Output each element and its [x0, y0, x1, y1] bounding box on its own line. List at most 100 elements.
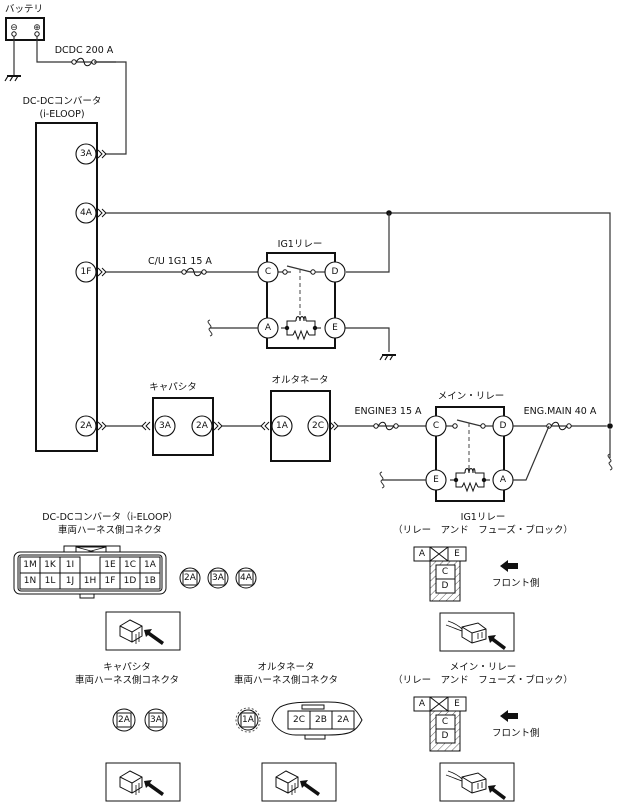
svg-text:3A: 3A — [80, 149, 93, 159]
dcdc-pin-4a: 4A — [75, 202, 97, 224]
conn-dcdc-cell — [139, 572, 161, 590]
main-relay-pin-c: C — [425, 415, 447, 437]
conn-main-front-label: フロント側 — [492, 727, 540, 739]
dcdc-label-line1: DC-DCコンバータ — [23, 96, 102, 107]
svg-text:C: C — [442, 567, 448, 577]
svg-text:C: C — [442, 717, 448, 727]
fuse-cu1g1-label: C/U 1G1 15 A — [148, 256, 212, 267]
battery-minus: ⊖ — [10, 23, 18, 33]
conn-dcdc-cell-label: 1N — [24, 576, 36, 586]
conn-dcdc-single-pin-label: 2A — [184, 573, 197, 583]
svg-text:C: C — [265, 267, 271, 277]
connector-chevron-icon — [213, 421, 223, 431]
junction-dot — [607, 423, 613, 429]
conn-main-block: A E C D — [413, 696, 467, 752]
svg-text:D: D — [332, 267, 339, 277]
main-relay-label: メイン・リレー — [438, 391, 505, 402]
battery-label: バッテリ — [5, 4, 43, 15]
connector-chevron-icon — [141, 421, 151, 431]
connector-view-icon — [105, 762, 181, 802]
fuse-dcdc-label: DCDC 200 A — [55, 45, 114, 56]
relay-coil-icon — [280, 315, 322, 340]
alternator-box — [270, 390, 331, 462]
conn-dcdc-cell-label: 1F — [105, 576, 116, 586]
dcdc-fuse-wire — [36, 36, 116, 63]
svg-text:D: D — [500, 421, 507, 431]
connector-chevron-icon — [97, 208, 107, 218]
conn-alt-cell-label: 2C — [293, 715, 305, 725]
alternator-label: オルタネータ — [271, 375, 328, 386]
conn-cap-title2: 車両ハーネス側コネクタ — [75, 674, 179, 686]
svg-text:E: E — [454, 549, 460, 559]
main-relay-box — [435, 406, 505, 502]
conn-dcdc-title1: DC-DCコンバータ（i-ELOOP） — [42, 511, 178, 523]
capacitor-box — [152, 397, 214, 456]
connector-chevron-icon — [97, 267, 107, 277]
conn-dcdc-cell-label: 1J — [66, 576, 74, 586]
front-arrow-icon — [500, 560, 518, 572]
fuse-engmain-label: ENG.MAIN 40 A — [524, 406, 597, 417]
svg-text:2A: 2A — [80, 421, 93, 431]
fuse-dcdc-icon — [71, 57, 97, 67]
main-relay-pin-a: A — [492, 469, 514, 491]
conn-dcdc-single-pin-label: 3A — [212, 573, 225, 583]
conn-alt-cell — [331, 710, 355, 730]
svg-text:4A: 4A — [80, 208, 93, 218]
ig1-pin-a: A — [257, 317, 279, 339]
conn-dcdc-single-pin-label: 4A — [240, 573, 253, 583]
connector-chevron-icon — [97, 421, 107, 431]
conn-alt-single: 1A — [235, 707, 261, 733]
svg-text:E: E — [454, 699, 460, 709]
svg-text:1A: 1A — [242, 715, 255, 725]
alternator-pin-2c: 2C — [307, 415, 329, 437]
conn-ig1-title1: IG1リレー — [461, 512, 506, 523]
conn-dcdc-cell-label: 1E — [104, 560, 116, 570]
svg-text:A: A — [265, 323, 272, 333]
connector-view-icon — [261, 762, 337, 802]
ground-icon — [4, 75, 22, 82]
capacitor-label: キャパシタ — [149, 382, 197, 393]
conn-dcdc-single-pins: 2A 3A 4A — [179, 567, 257, 589]
conn-dcdc-cell-label: 1D — [124, 576, 137, 586]
conn-dcdc-title2: 車両ハーネス側コネクタ — [58, 524, 162, 536]
svg-text:1F: 1F — [81, 267, 92, 277]
conn-ig1-front-label: フロント側 — [492, 577, 540, 589]
dcdc-pin-2a: 2A — [75, 415, 97, 437]
svg-text:A: A — [419, 549, 426, 559]
conn-ig1-block: A E C D — [413, 546, 467, 602]
alternator-pin-1a: 1A — [271, 415, 293, 437]
conn-cap-title1: キャパシタ — [103, 662, 151, 673]
ground-icon — [379, 354, 397, 361]
fuse-cu1g1-icon — [181, 267, 207, 277]
conn-main-title2: （リレー アンド フューズ・ブロック） — [393, 674, 573, 686]
connector-view-icon — [105, 611, 181, 651]
front-arrow-icon — [500, 710, 518, 722]
svg-text:D: D — [442, 731, 449, 741]
dcdc-label-line2: (i-ELOOP) — [39, 109, 84, 120]
battery-symbol: ⊖ ⊕ — [5, 17, 45, 41]
svg-text:1A: 1A — [276, 421, 289, 431]
ig1-pin-c: C — [257, 261, 279, 283]
conn-alt-title1: オルタネータ — [257, 662, 314, 673]
wire-4a — [106, 212, 611, 458]
ig1-relay-switch — [277, 265, 325, 316]
ig1-pin-e: E — [324, 317, 346, 339]
conn-alt-cell-label: 2A — [337, 715, 350, 725]
battery-plus: ⊕ — [33, 23, 41, 33]
svg-text:E: E — [332, 323, 338, 333]
conn-dcdc-cell-label: 1C — [124, 560, 136, 570]
main-relay-switch — [446, 419, 494, 470]
dcdc-pin-1f: 1F — [75, 261, 97, 283]
conn-alt-cell-label: 2B — [315, 715, 327, 725]
conn-alt-title2: 車両ハーネス側コネクタ — [234, 674, 338, 686]
conn-dcdc-cell-label: 1K — [44, 560, 57, 570]
ig1-pin-d: D — [324, 261, 346, 283]
connector-chevron-icon — [260, 421, 270, 431]
svg-text:C: C — [433, 421, 439, 431]
dcdc-pin-3a: 3A — [75, 143, 97, 165]
dcdc-converter-box — [35, 122, 98, 452]
conn-main-title1: メイン・リレー — [450, 662, 517, 673]
connector-chevron-icon — [329, 421, 339, 431]
svg-text:2C: 2C — [312, 421, 324, 431]
